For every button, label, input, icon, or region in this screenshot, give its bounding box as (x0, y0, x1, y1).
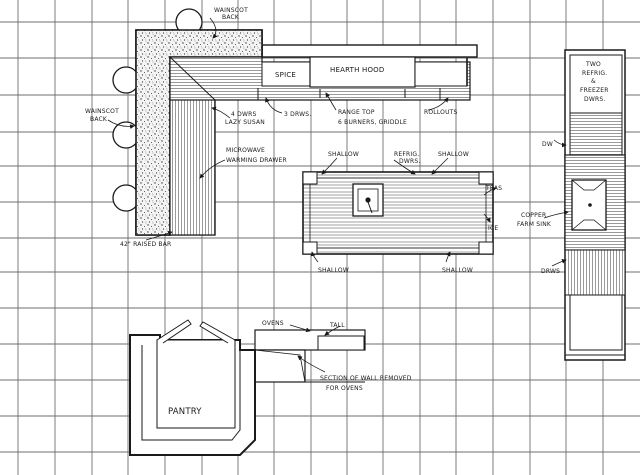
stool-left-2 (112, 121, 140, 149)
label-dw: DW (542, 141, 553, 148)
label-section-of-wall: SECTION OF WALL REMOVED FOR OVENS (320, 375, 414, 392)
label-refrig-dwrs: REFRIG. DWRS. (394, 151, 421, 165)
label-microwave-warming-drawer: MICROWAVE WARMING DRAWER (226, 147, 287, 164)
label-spice: SPICE (275, 71, 296, 79)
label-copper-farm-sink: COPPER FARM SINK (517, 212, 552, 228)
pantry-room (129, 319, 256, 456)
label-ice: ICE (488, 225, 498, 232)
label-hearth-hood: HEARTH HOOD (330, 66, 384, 74)
plan-labels: WAINSCOT BACK WAINSCOT BACK HEARTH HOOD … (85, 7, 611, 417)
label-shallow-left: SHALLOW (328, 151, 359, 158)
label-wainscot-back-top: WAINSCOT BACK (214, 7, 250, 21)
stool-left-1 (112, 66, 140, 94)
label-shallow-bottom-left: SHALLOW (318, 267, 349, 274)
label-tall: TALL (329, 322, 345, 329)
label-wainscot-back-left: WAINSCOT BACK (85, 108, 121, 123)
stool-left-3 (112, 184, 140, 212)
label-drws: DRWS (541, 268, 560, 275)
label-pantry: PANTRY (168, 407, 202, 417)
label-ovens: OVENS (262, 320, 284, 327)
label-four-dwrs-lazy-susan: 4 DWRS LAZY SUSAN (225, 111, 265, 126)
label-range-top: RANGE TOP 6 BURNERS, GRIDDLE (338, 109, 407, 126)
center-island (302, 171, 494, 255)
ovens-tall-cabinets (254, 329, 366, 383)
perimeter-cabinets (169, 56, 471, 236)
label-three-drws: 3 DRWS. (284, 111, 311, 118)
label-rollouts: ROLLOUTS (424, 109, 458, 116)
top-wall (261, 44, 478, 58)
right-cabinet-run (564, 49, 626, 361)
leader-lines (107, 17, 569, 373)
island-prep-sink (352, 183, 384, 217)
label-shallow-bottom-right: SHALLOW (442, 267, 473, 274)
label-two-refrig-freezer: TWO REFRIG. & FREEZER DWRS. (580, 61, 611, 103)
label-tea: TEAS (485, 185, 502, 192)
label-shallow-right: SHALLOW (438, 151, 469, 158)
label-raised-bar: 42" RAISED BAR (120, 241, 171, 248)
